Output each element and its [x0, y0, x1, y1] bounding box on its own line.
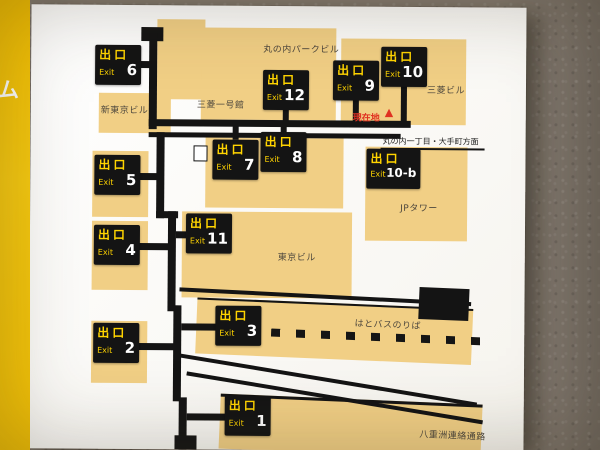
corridor-segment: [167, 211, 177, 312]
station-exit-map-panel: はとバスのりば 八重洲連絡通路: [28, 4, 527, 450]
exit-label-en: Exit: [336, 83, 353, 93]
exit-marker-8: 出口 Exit 8: [260, 131, 307, 173]
exit-number: 3: [246, 321, 258, 340]
exit-number: 1: [256, 411, 267, 430]
hato-bus-label: はとバスのりば: [354, 319, 422, 332]
exit-number: 7: [243, 155, 255, 174]
exit-label-jp: 出口: [189, 216, 221, 231]
exit-branch: [137, 243, 172, 251]
bus-bay-marks: [270, 328, 487, 346]
exit-marker-5: 出口 Exit 5: [94, 154, 141, 196]
exit-number: 9: [364, 76, 376, 95]
exit-marker-9: 出口 Exit 9: [332, 60, 380, 101]
tokyo-bldg-label: 東京ビル: [277, 253, 316, 264]
exit-label-jp: 出口: [385, 49, 416, 64]
direction-label: 丸の内一丁目・大手町方面: [382, 136, 479, 147]
exit-branch: [186, 413, 227, 421]
exit-label-en: Exit: [98, 177, 114, 187]
exit-label-en: Exit: [216, 162, 232, 172]
exit-marker-3: 出口 Exit 3: [215, 305, 262, 346]
exit-label-jp: 出口: [97, 227, 129, 242]
exit-marker-4: 出口 Exit 4: [93, 224, 141, 266]
exit-label-en: Exit: [370, 169, 386, 179]
exit-label-en: Exit: [97, 247, 114, 257]
jp-tower-label: JPタワー: [400, 203, 438, 215]
yaesu-passage-label: 八重洲連絡通路: [419, 429, 486, 443]
exit-marker-6: 出口 Exit 6: [94, 44, 142, 86]
current-location-label: 現在地: [352, 113, 380, 124]
current-location-triangle-icon: ▲: [384, 105, 394, 119]
mitsubishi-label: 三菱ビル: [426, 86, 466, 97]
stairs-icon: [193, 145, 208, 162]
exit-marker-2: 出口 Exit 2: [93, 322, 140, 364]
building-block-top-left: [156, 19, 206, 100]
exit-number: 10-b: [386, 165, 417, 180]
exit-label-en: Exit: [99, 67, 115, 77]
exit-number: 8: [291, 148, 303, 167]
sign-yellow-edge: ム: [0, 0, 30, 450]
corridor-segment: [148, 29, 158, 130]
exit-label-en: Exit: [228, 418, 244, 428]
marunouchi-park-label: 丸の内パークビル: [263, 44, 340, 56]
exit-branch: [282, 108, 289, 123]
exit-number: 2: [124, 338, 136, 358]
exit-marker-7: 出口 Exit 7: [212, 139, 259, 180]
exit-number: 5: [125, 170, 137, 190]
exit-label-en: Exit: [385, 69, 401, 79]
exit-branch: [400, 84, 408, 123]
corridor-cap-bottom: [174, 435, 197, 450]
exit-label-jp: 出口: [219, 308, 250, 323]
exit-label-jp: 出口: [337, 63, 368, 78]
exit-number: 10: [402, 62, 424, 82]
exit-number: 6: [126, 60, 138, 80]
exit-label-en: Exit: [266, 92, 283, 103]
exit-label-jp: 出口: [370, 151, 401, 166]
exit-label-en: Exit: [97, 345, 113, 355]
exit-label-en: Exit: [264, 154, 280, 165]
exit-branch: [181, 323, 218, 331]
exit-marker-1: 出口 Exit 1: [224, 395, 271, 436]
exit-label-jp: 出口: [264, 134, 295, 150]
exit-label-jp: 出口: [98, 157, 129, 172]
exit-label-jp: 出口: [216, 142, 247, 157]
sign-edge-partial-text: ム: [0, 78, 19, 102]
exit-label-en: Exit: [189, 236, 206, 246]
black-structure: [418, 286, 470, 322]
exit-branch: [138, 173, 159, 181]
exit-number: 4: [125, 240, 136, 260]
exit-number: 12: [283, 86, 305, 105]
exit-label-jp: 出口: [99, 47, 130, 62]
exit-label-jp: 出口: [228, 398, 259, 413]
exit-branch: [232, 125, 239, 140]
shin-tokyo-label: 新東京ビル: [100, 105, 149, 117]
exit-branch: [137, 343, 176, 351]
exit-label-jp: 出口: [266, 72, 298, 88]
exit-number: 11: [206, 229, 228, 248]
exit-label-jp: 出口: [97, 325, 128, 340]
exit-label-en: Exit: [219, 328, 235, 338]
mitsubishi-ichigokan-label: 三菱一号館: [196, 100, 245, 111]
